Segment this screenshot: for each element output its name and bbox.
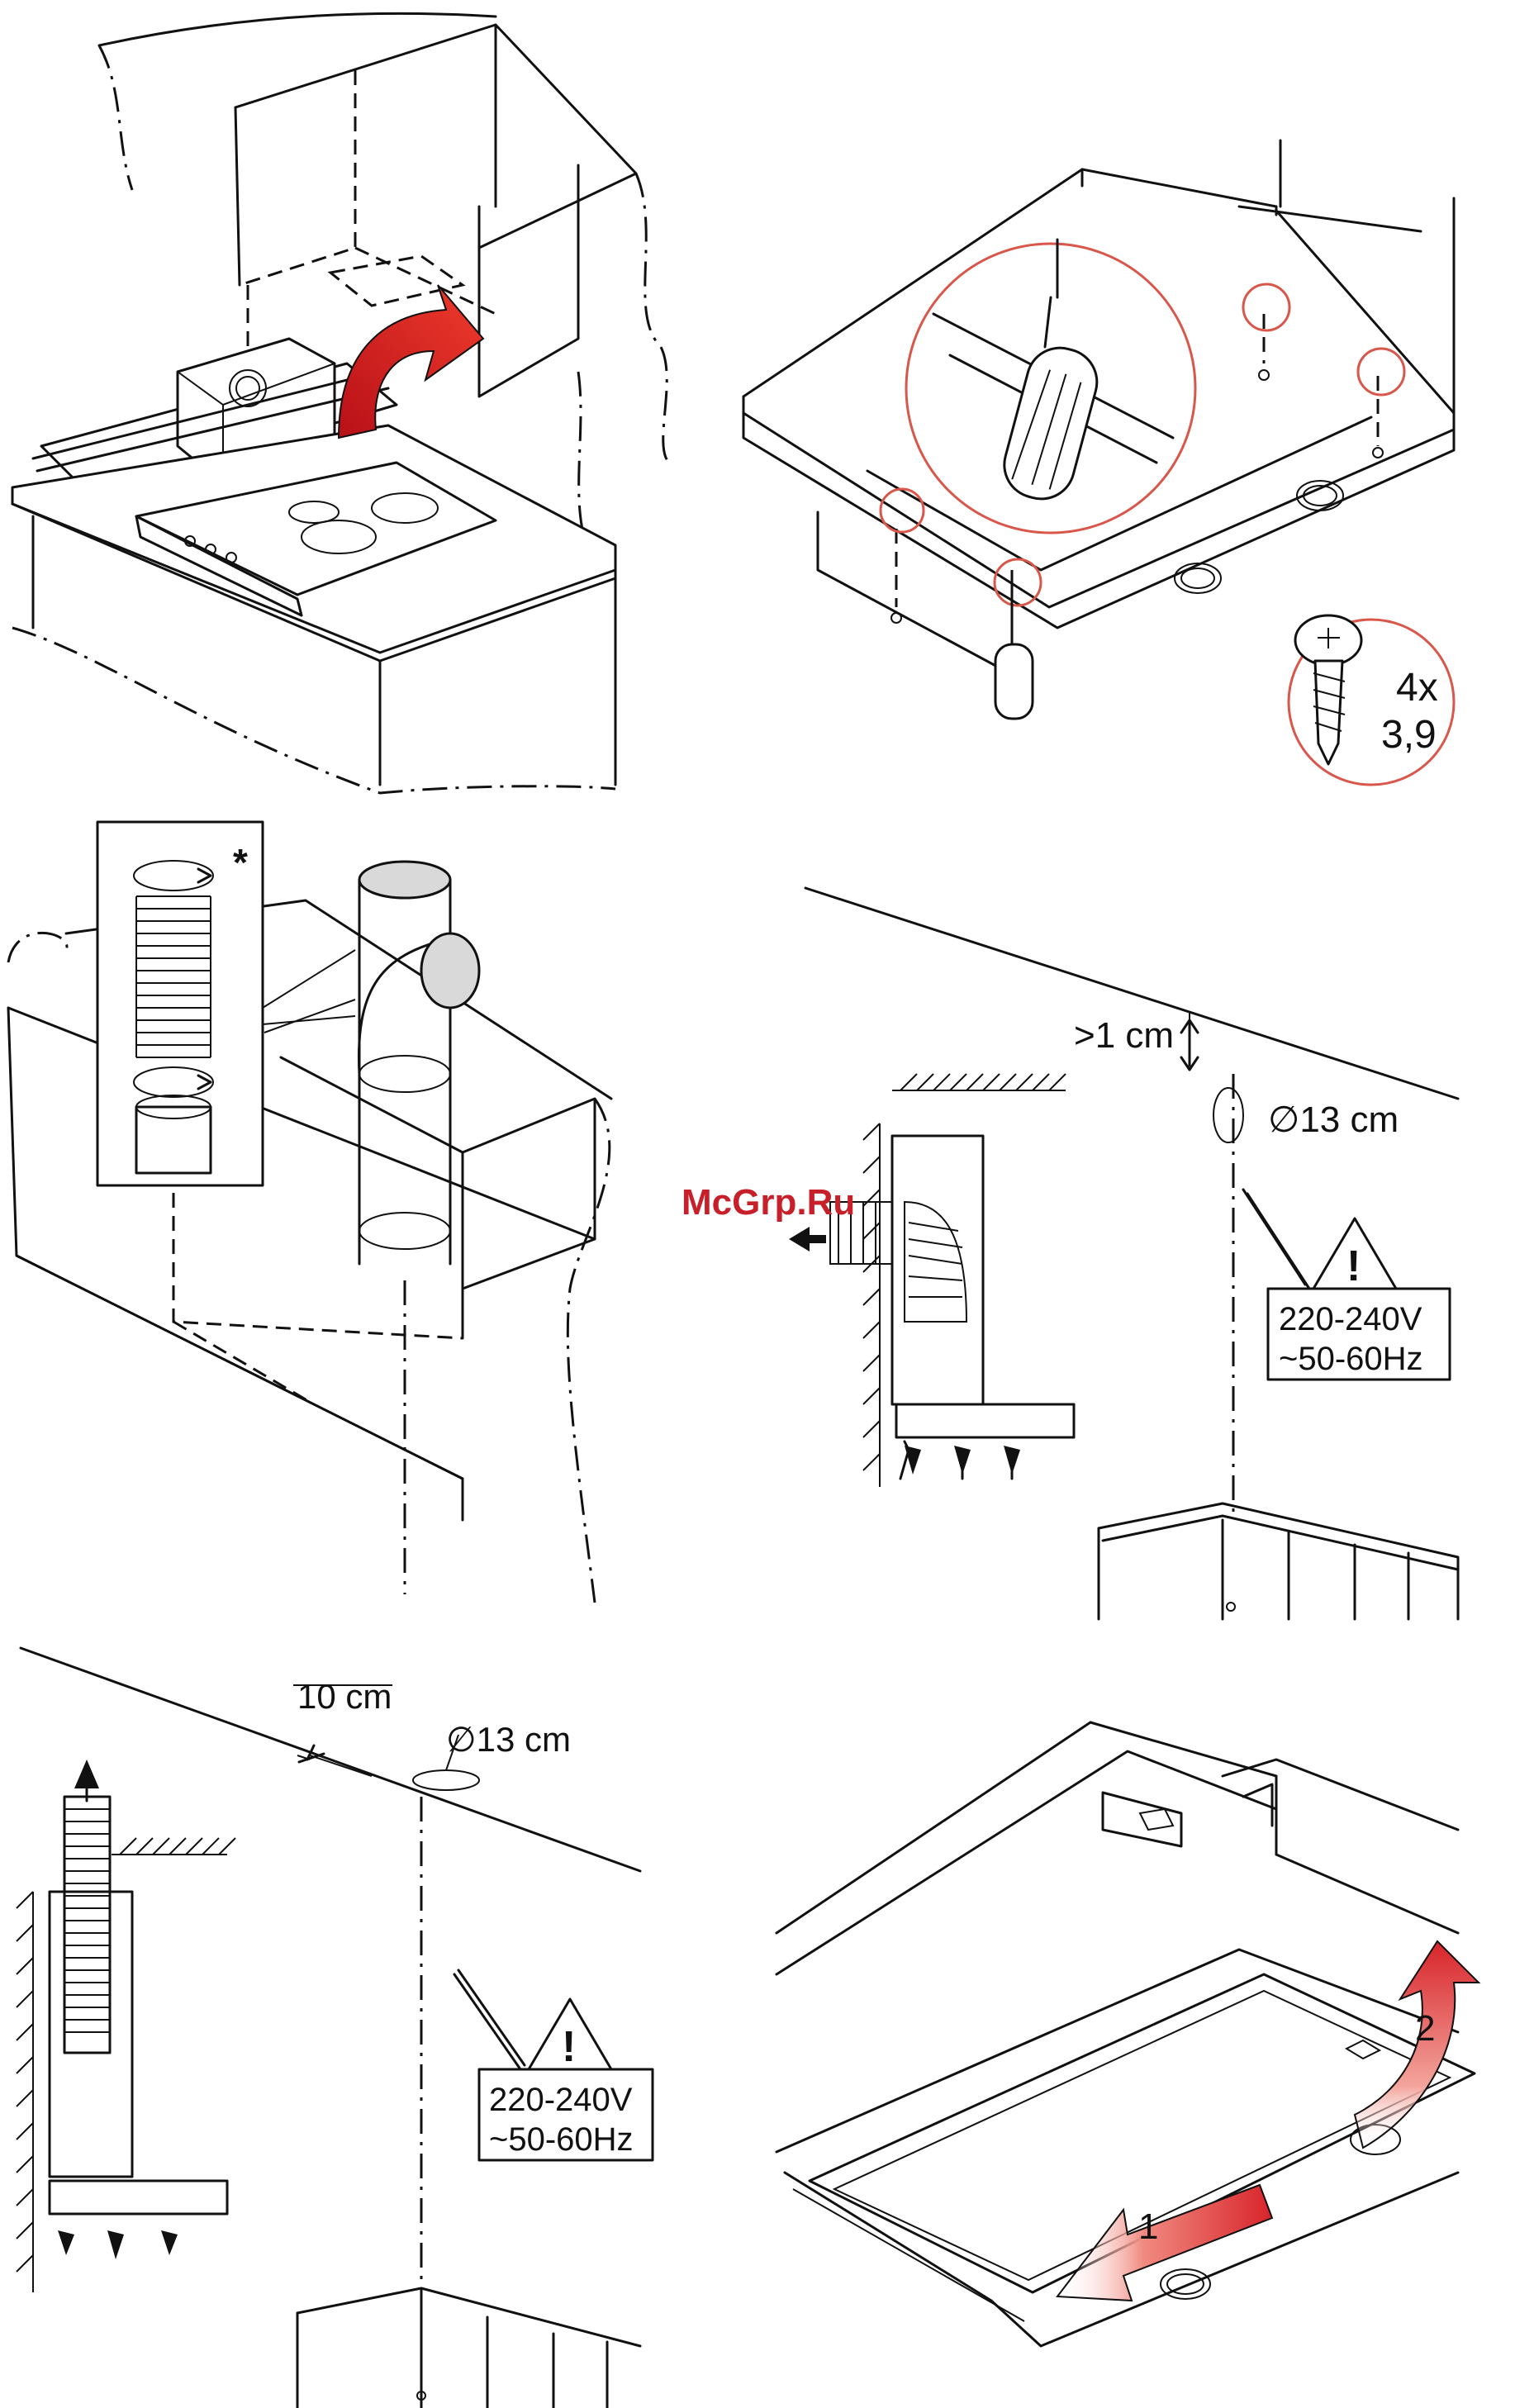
panel-wall-clearance: >1 cm ∅13 cm ! 220-240V ~50-60Hz (789, 888, 1458, 1619)
step-2-label: 2 (1415, 2008, 1435, 2049)
panel-filter-removal: 1 2 (776, 1722, 1479, 2346)
offset-label: 10 cm (297, 1677, 392, 1716)
panel-screws: 4x 3,9 (743, 140, 1454, 785)
voltage-label: 220-240V (1279, 1301, 1422, 1337)
note-marker: * (233, 841, 248, 884)
step-1-label: 1 (1138, 2206, 1158, 2247)
panel-ceiling-clearance: 10 cm ∅13 cm ! 220-240V ~50-60Hz (17, 1648, 653, 2408)
warning-icon: ! (1346, 1242, 1361, 1290)
panel-flexible-duct: * (8, 822, 611, 1603)
ceiling-frequency-label: ~50-60Hz (489, 2121, 634, 2158)
ceiling-voltage-label: 220-240V (489, 2082, 633, 2118)
watermark: McGrp.Ru (682, 1182, 855, 1223)
diameter-label: ∅13 cm (1268, 1100, 1399, 1140)
hatching (863, 1074, 1066, 1470)
ceiling-diameter-label: ∅13 cm (446, 1720, 571, 1759)
frequency-label: ~50-60Hz (1279, 1341, 1423, 1377)
panel-hood-under-cabinet (12, 13, 669, 793)
screw-icon (1295, 615, 1361, 764)
gap-label: >1 cm (1074, 1015, 1174, 1056)
screw-count-label: 4x (1396, 666, 1438, 710)
ceiling-warning-icon: ! (562, 2023, 576, 2071)
screw-size-label: 3,9 (1381, 713, 1437, 757)
